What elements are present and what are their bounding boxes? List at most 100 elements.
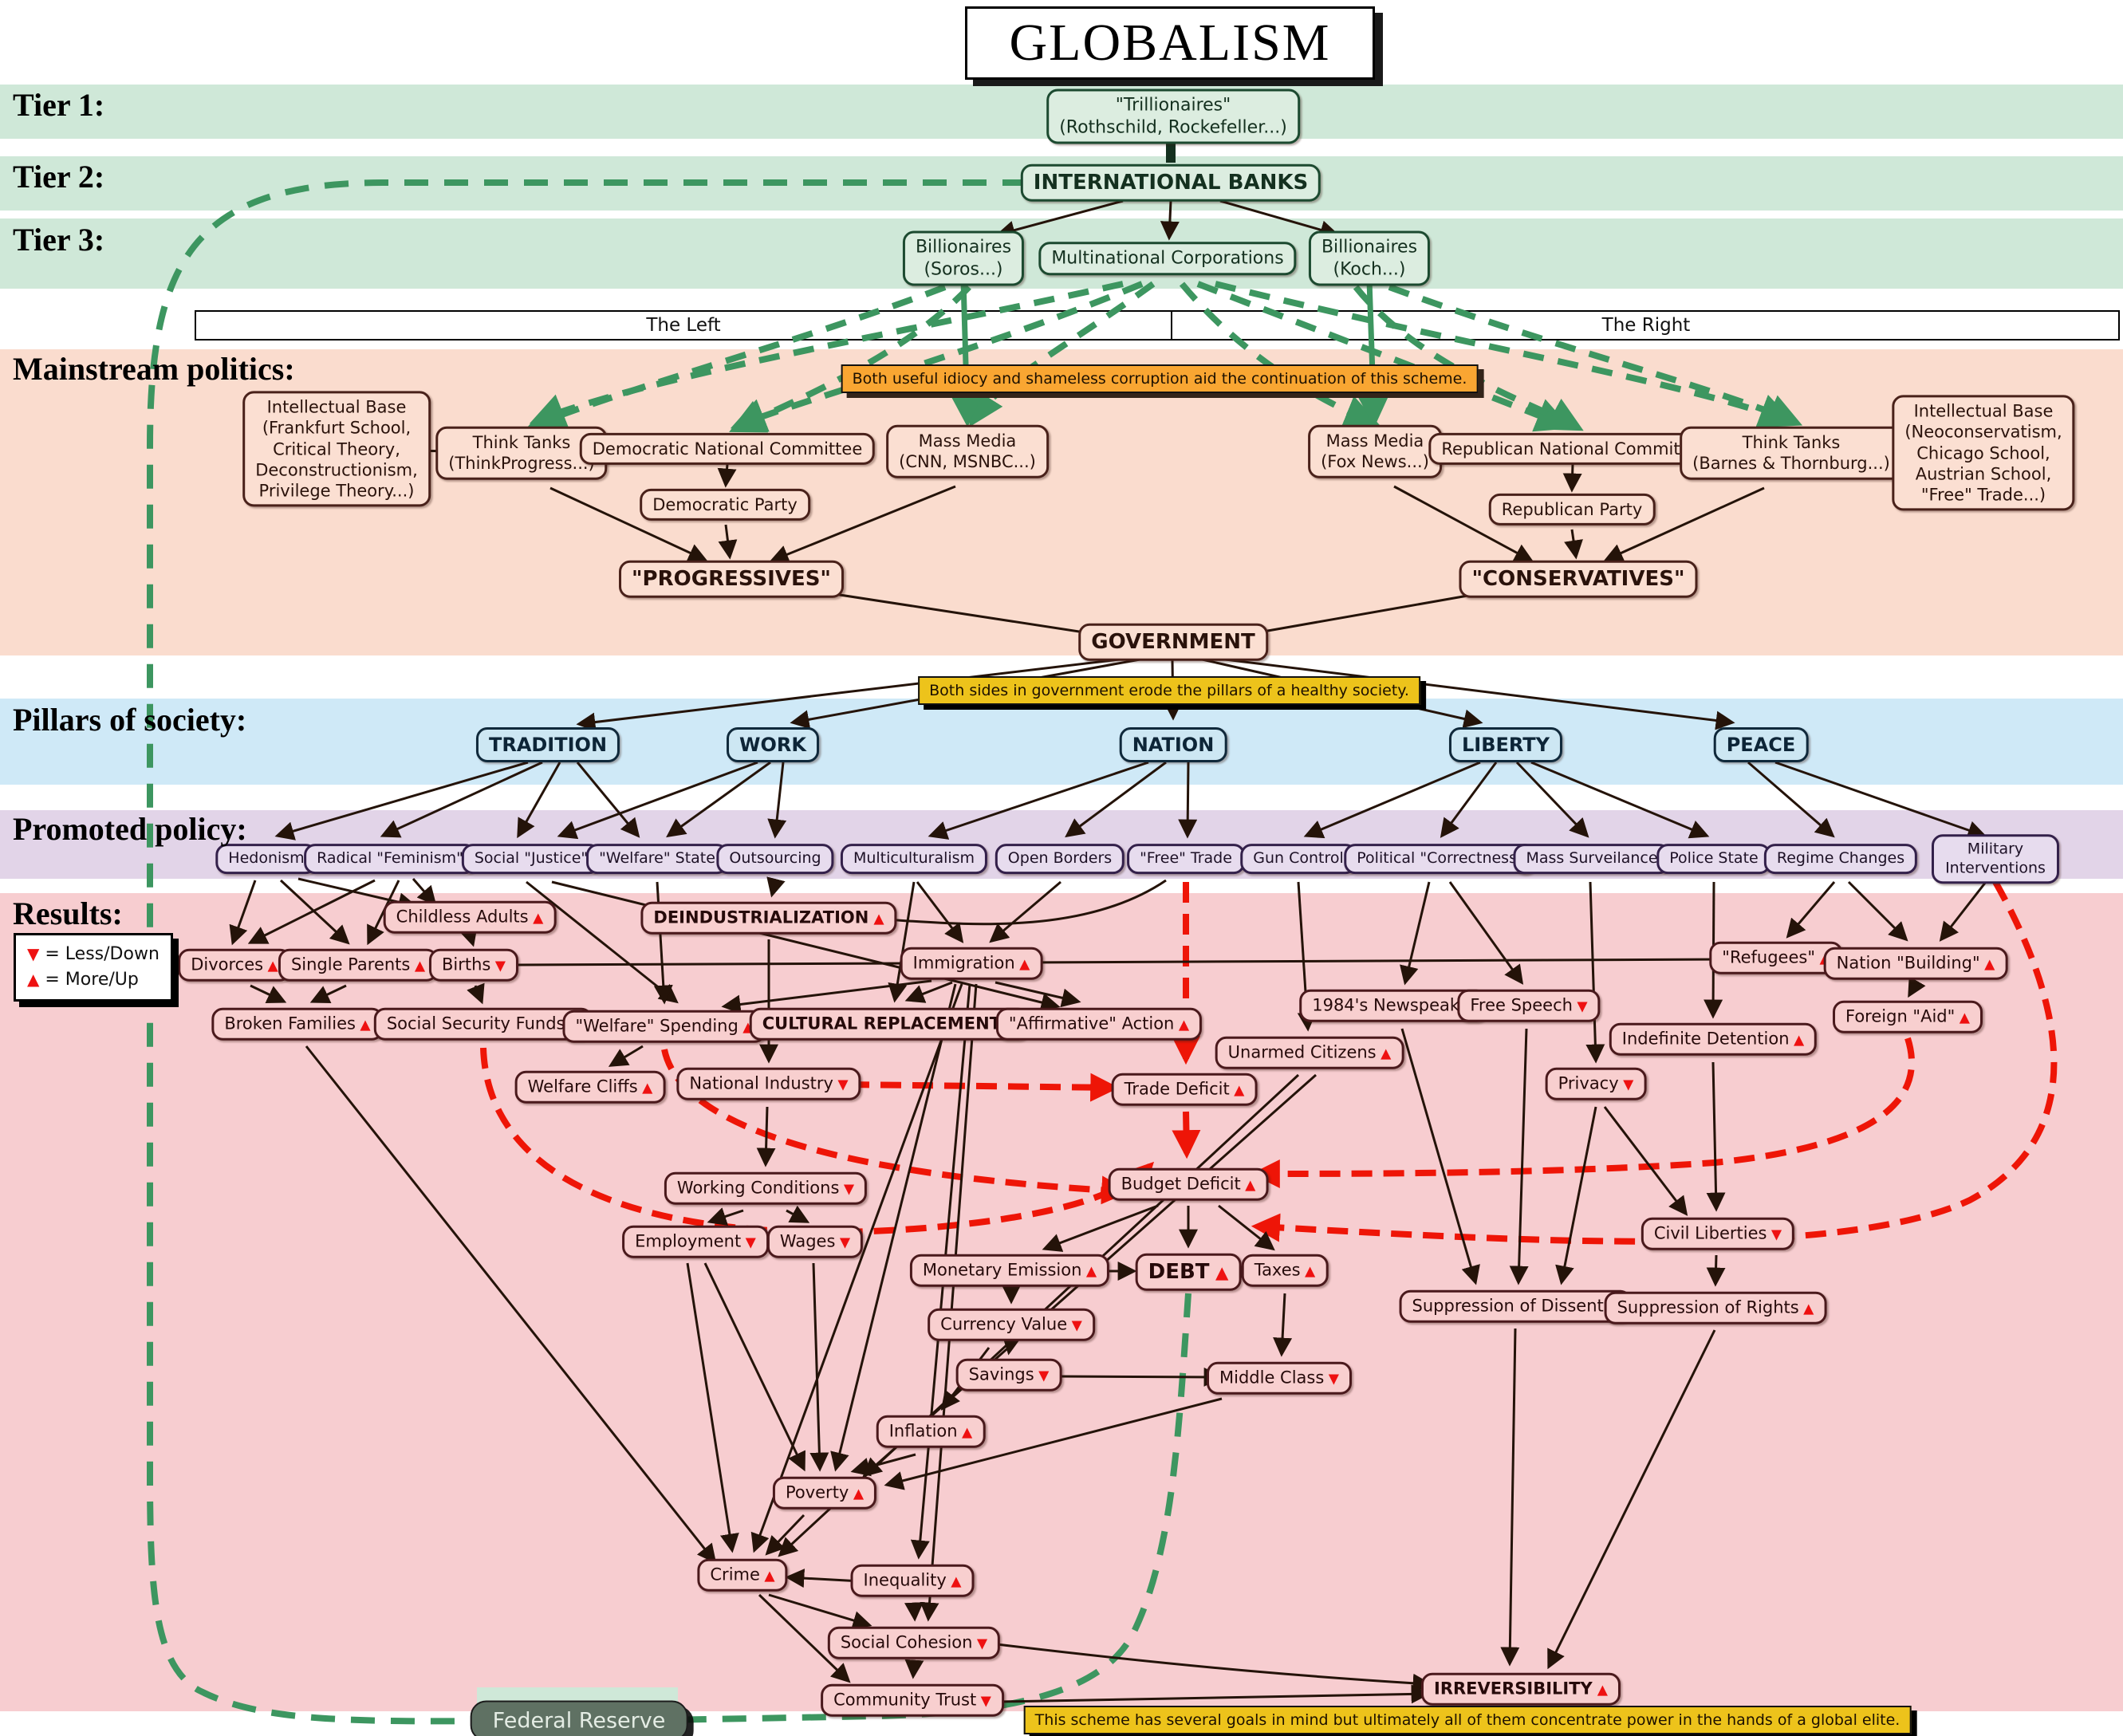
more-up-triangle-icon: ▲ <box>946 1573 962 1590</box>
more-up-triangle-icon: ▲ <box>1081 1263 1097 1280</box>
node-intellectual-base-left: Intellectual Base (Frankfurt School, Cri… <box>242 391 431 507</box>
tier3-label: Tier 3: <box>13 222 105 258</box>
node-births: Births ▼ <box>428 948 519 982</box>
node-social-cohesion: Social Cohesion ▼ <box>827 1626 1001 1659</box>
more-up-triangle-icon: ▲ <box>1300 1263 1316 1280</box>
node-pillar-peace: PEACE <box>1713 727 1809 762</box>
node-billionaires-koch: Billionaires (Koch...) <box>1308 230 1431 286</box>
more-up-triangle-icon: ▲ <box>849 1486 865 1502</box>
more-up-triangle-icon: ▲ <box>355 1017 371 1033</box>
more-up-triangle-icon: ▲ <box>1789 1032 1805 1049</box>
node-military-interventions: Military Interventions <box>1932 834 2059 884</box>
the-left-label: The Left <box>646 315 721 336</box>
node-savings: Savings ▼ <box>955 1358 1062 1392</box>
node-trade-deficit: Trade Deficit ▲ <box>1111 1073 1258 1106</box>
node-hedonism: Hedonism <box>215 844 317 874</box>
node-mass-media-right: Mass Media (Fox News...) <box>1308 424 1442 478</box>
less-down-triangle-icon: ▼ <box>741 1234 756 1251</box>
node-childless-adults: Childless Adults ▲ <box>383 900 557 934</box>
node-debt: DEBT ▲ <box>1135 1253 1242 1291</box>
more-up-triangle-icon: ▲ <box>1229 1082 1245 1099</box>
node-trillionaires: "Trillionaires" (Rothschild, Rockefeller… <box>1046 89 1300 144</box>
more-up-triangle-icon: ▲ <box>1014 956 1030 973</box>
less-down-triangle-icon: ▼ <box>1572 998 1588 1015</box>
node-radical-feminism: Radical "Feminism" <box>304 844 476 874</box>
node-monetary-emission: Monetary Emission ▲ <box>909 1254 1110 1287</box>
node-inequality: Inequality ▲ <box>850 1564 975 1597</box>
more-up-triangle-icon: ▲ <box>27 969 40 989</box>
mainstream-politics-label: Mainstream politics: <box>13 351 295 387</box>
more-up-triangle-icon: ▲ <box>868 911 884 927</box>
node-refugees: "Refugees" ▲ <box>1709 941 1843 974</box>
less-down-triangle-icon: ▼ <box>833 1077 849 1093</box>
page-title: GLOBALISM <box>1009 14 1331 72</box>
more-up-triangle-icon: ▲ <box>1209 1262 1229 1283</box>
node-mass-media-left: Mass Media (CNN, MSNBC...) <box>886 424 1049 478</box>
less-down-triangle-icon: ▼ <box>839 1181 855 1198</box>
node-working-conditions: Working Conditions ▼ <box>664 1171 868 1205</box>
node-democratic-national-committee: Democratic National Committee <box>579 432 876 466</box>
left-right-divider <box>1171 312 1172 339</box>
more-up-triangle-icon: ▲ <box>1174 1017 1190 1033</box>
node-social-security-funds: Social Security Funds ▼ <box>373 1007 593 1041</box>
legend-more-up: ▲ = More/Up <box>27 969 139 990</box>
node-multiculturalism: Multiculturalism <box>840 844 988 874</box>
node-conservatives: "CONSERVATIVES" <box>1459 560 1698 598</box>
node-civil-liberties: Civil Liberties ▼ <box>1640 1217 1795 1250</box>
less-down-triangle-icon: ▼ <box>1324 1371 1339 1388</box>
more-up-triangle-icon: ▲ <box>1955 1010 1970 1026</box>
node-newspeak: 1984's Newspeak ▲ <box>1299 989 1487 1022</box>
node-think-tanks-right: Think Tanks (Barnes & Thornburg...) <box>1680 426 1903 480</box>
node-free-trade: "Free" Trade <box>1127 844 1245 874</box>
node-cultural-replacement: CULTURAL REPLACEMENT ▲ <box>749 1007 1030 1041</box>
node-nation-building: Nation "Building" ▲ <box>1823 947 2008 980</box>
node-gun-control: Gun Control <box>1240 844 1357 874</box>
more-up-triangle-icon: ▲ <box>1798 1301 1814 1317</box>
corruption-banner: Both useful idiocy and shameless corrupt… <box>841 364 1479 393</box>
more-up-triangle-icon: ▲ <box>637 1080 653 1096</box>
more-up-triangle-icon: ▲ <box>1979 956 1995 973</box>
node-affirmative-action: "Affirmative" Action ▲ <box>995 1007 1203 1041</box>
node-intellectual-base-right: Intellectual Base (Neoconservatism, Chic… <box>1892 395 2075 511</box>
node-employment: Employment ▼ <box>622 1225 769 1258</box>
node-unarmed-citizens: Unarmed Citizens ▲ <box>1215 1036 1404 1069</box>
node-outsourcing: Outsourcing <box>716 844 834 874</box>
more-up-triangle-icon: ▲ <box>1240 1177 1256 1194</box>
less-down-triangle-icon: ▼ <box>1767 1226 1782 1243</box>
node-democratic-party: Democratic Party <box>640 488 810 522</box>
node-pillar-tradition: TRADITION <box>475 727 620 762</box>
node-national-industry: National Industry ▼ <box>676 1067 861 1100</box>
node-community-trust: Community Trust ▼ <box>821 1683 1004 1717</box>
node-regime-changes: Regime Changes <box>1763 844 1918 874</box>
tier2-label: Tier 2: <box>13 159 105 195</box>
more-up-triangle-icon: ▲ <box>528 910 544 927</box>
node-international-banks: INTERNATIONAL BANKS <box>1020 163 1321 202</box>
promoted-policy-label: Promoted policy: <box>13 811 247 847</box>
left-right-band: The Left The Right <box>195 310 2120 341</box>
node-single-parents: Single Parents ▲ <box>278 948 439 982</box>
less-down-triangle-icon: ▼ <box>976 1693 991 1710</box>
more-up-triangle-icon: ▲ <box>957 1424 973 1441</box>
node-poverty: Poverty ▲ <box>772 1476 877 1510</box>
node-welfare-state: "Welfare" State <box>586 844 728 874</box>
node-suppression-of-rights: Suppression of Rights ▲ <box>1604 1291 1827 1325</box>
legend-less-down: ▼ = Less/Down <box>27 944 160 964</box>
more-up-triangle-icon: ▲ <box>1592 1682 1608 1699</box>
federal-reserve-node: Federal Reserve <box>470 1700 688 1736</box>
node-taxes: Taxes ▲ <box>1241 1254 1329 1287</box>
node-budget-deficit: Budget Deficit ▲ <box>1108 1167 1269 1201</box>
the-right-label: The Right <box>1601 315 1691 336</box>
node-billionaires-soros: Billionaires (Soros...) <box>902 230 1025 286</box>
erode-banner: Both sides in government erode the pilla… <box>918 676 1420 705</box>
node-government: GOVERNMENT <box>1078 623 1268 661</box>
node-republican-national-committee: Republican National Committee <box>1428 432 1720 466</box>
node-open-borders: Open Borders <box>995 844 1125 874</box>
concentrate-banner: This scheme has several goals in mind bu… <box>1023 1706 1912 1734</box>
node-welfare-spending: "Welfare" Spending ▲ <box>562 1010 766 1043</box>
node-immigration: Immigration ▲ <box>900 947 1043 980</box>
node-mass-surveilance: Mass Surveilance <box>1513 844 1671 874</box>
node-privacy: Privacy ▼ <box>1545 1067 1647 1100</box>
more-up-triangle-icon: ▲ <box>1376 1045 1392 1062</box>
